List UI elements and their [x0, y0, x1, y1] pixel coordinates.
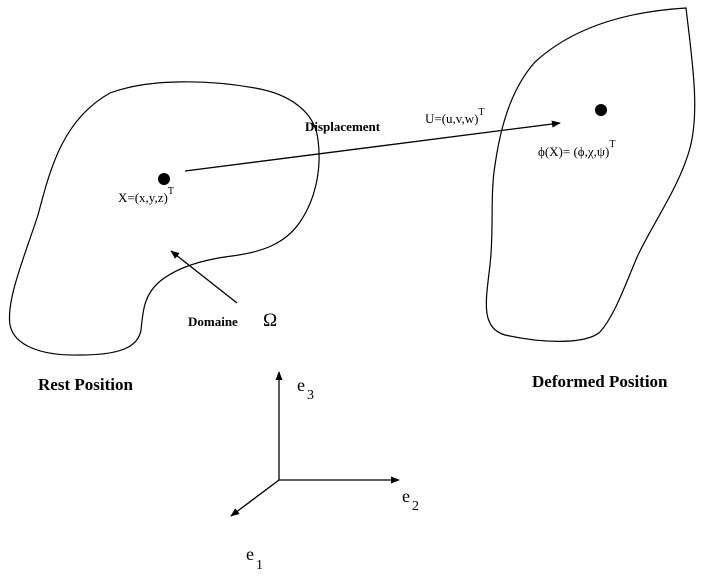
displacement-vector-label: U=(u,v,w)T [425, 107, 485, 126]
coordinate-axes [230, 371, 400, 517]
displacement-arrow [184, 120, 561, 172]
domain-label: Domaine [188, 314, 238, 329]
domain-omega-symbol: Ω [263, 310, 277, 331]
axis-e1-label: e1 [246, 544, 263, 573]
axis-e2-label: e2 [402, 486, 419, 514]
rest-position-title: Rest Position [38, 375, 133, 394]
rest-body-outline [8, 81, 320, 356]
axis-e1 [230, 479, 280, 517]
displacement-word: Displacement [305, 119, 381, 134]
rest-point-label: X=(x,y,z)T [118, 186, 174, 205]
rest-point-dot [158, 173, 170, 185]
deformed-body-outline [485, 7, 696, 342]
deformed-point-label: ϕ(X)= (ϕ,χ,ψ)T [538, 139, 616, 159]
domain-pointer-arrow [170, 250, 238, 304]
deformed-position-title: Deformed Position [532, 372, 668, 391]
axis-e3-label: e3 [297, 375, 314, 403]
deformed-point-dot [595, 104, 607, 116]
